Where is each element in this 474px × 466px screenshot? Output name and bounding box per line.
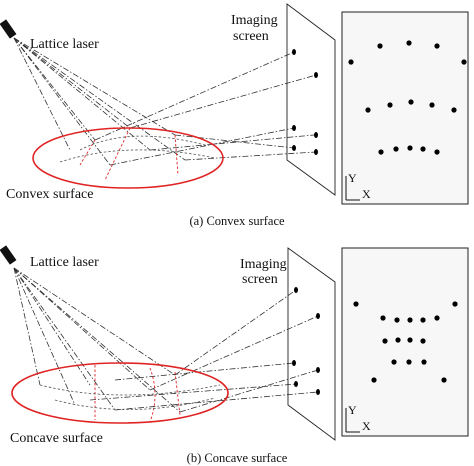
screen-spots <box>292 49 318 155</box>
laser-device-icon <box>0 19 17 39</box>
captured-image-frame <box>341 247 469 437</box>
surface-label: Concave surface <box>10 431 103 446</box>
convex-surface-ellipse <box>32 127 224 189</box>
concave-surface-ellipse <box>11 362 229 424</box>
panel-a: Lattice laser Con <box>0 3 469 228</box>
panel-b: Lattice laser Con <box>0 245 469 465</box>
axes-icon <box>345 176 360 201</box>
laser-device-icon <box>0 245 17 265</box>
concave-surface-grid <box>39 365 221 423</box>
imaging-screen <box>287 247 336 441</box>
axis-x-label: X <box>362 419 371 433</box>
screen-label-line1: Imaging <box>240 257 287 272</box>
laser-label: Lattice laser <box>30 37 99 52</box>
reflected-rays <box>94 51 317 166</box>
axis-x-label: X <box>362 187 371 201</box>
axis-y-label: Y <box>348 171 357 185</box>
reflected-rays <box>89 289 319 413</box>
screen-label-line1: Imaging <box>231 13 278 28</box>
screen-label-line2: screen <box>242 272 278 287</box>
axis-y-label: Y <box>348 403 357 417</box>
caption-a: (a) Convex surface <box>189 214 285 228</box>
captured-image-frame <box>341 11 469 205</box>
screen-spots <box>292 287 320 395</box>
surface-label: Convex surface <box>6 187 93 202</box>
incident-rays <box>13 37 186 166</box>
axes-icon <box>345 408 360 433</box>
screen-label-line2: screen <box>233 29 269 44</box>
captured-image-spots <box>348 40 467 155</box>
convex-surface-grid <box>59 127 216 181</box>
caption-b: (b) Concave surface <box>187 451 288 465</box>
captured-image-spots <box>353 301 458 383</box>
imaging-screen <box>286 3 336 196</box>
laser-label: Lattice laser <box>30 255 99 270</box>
